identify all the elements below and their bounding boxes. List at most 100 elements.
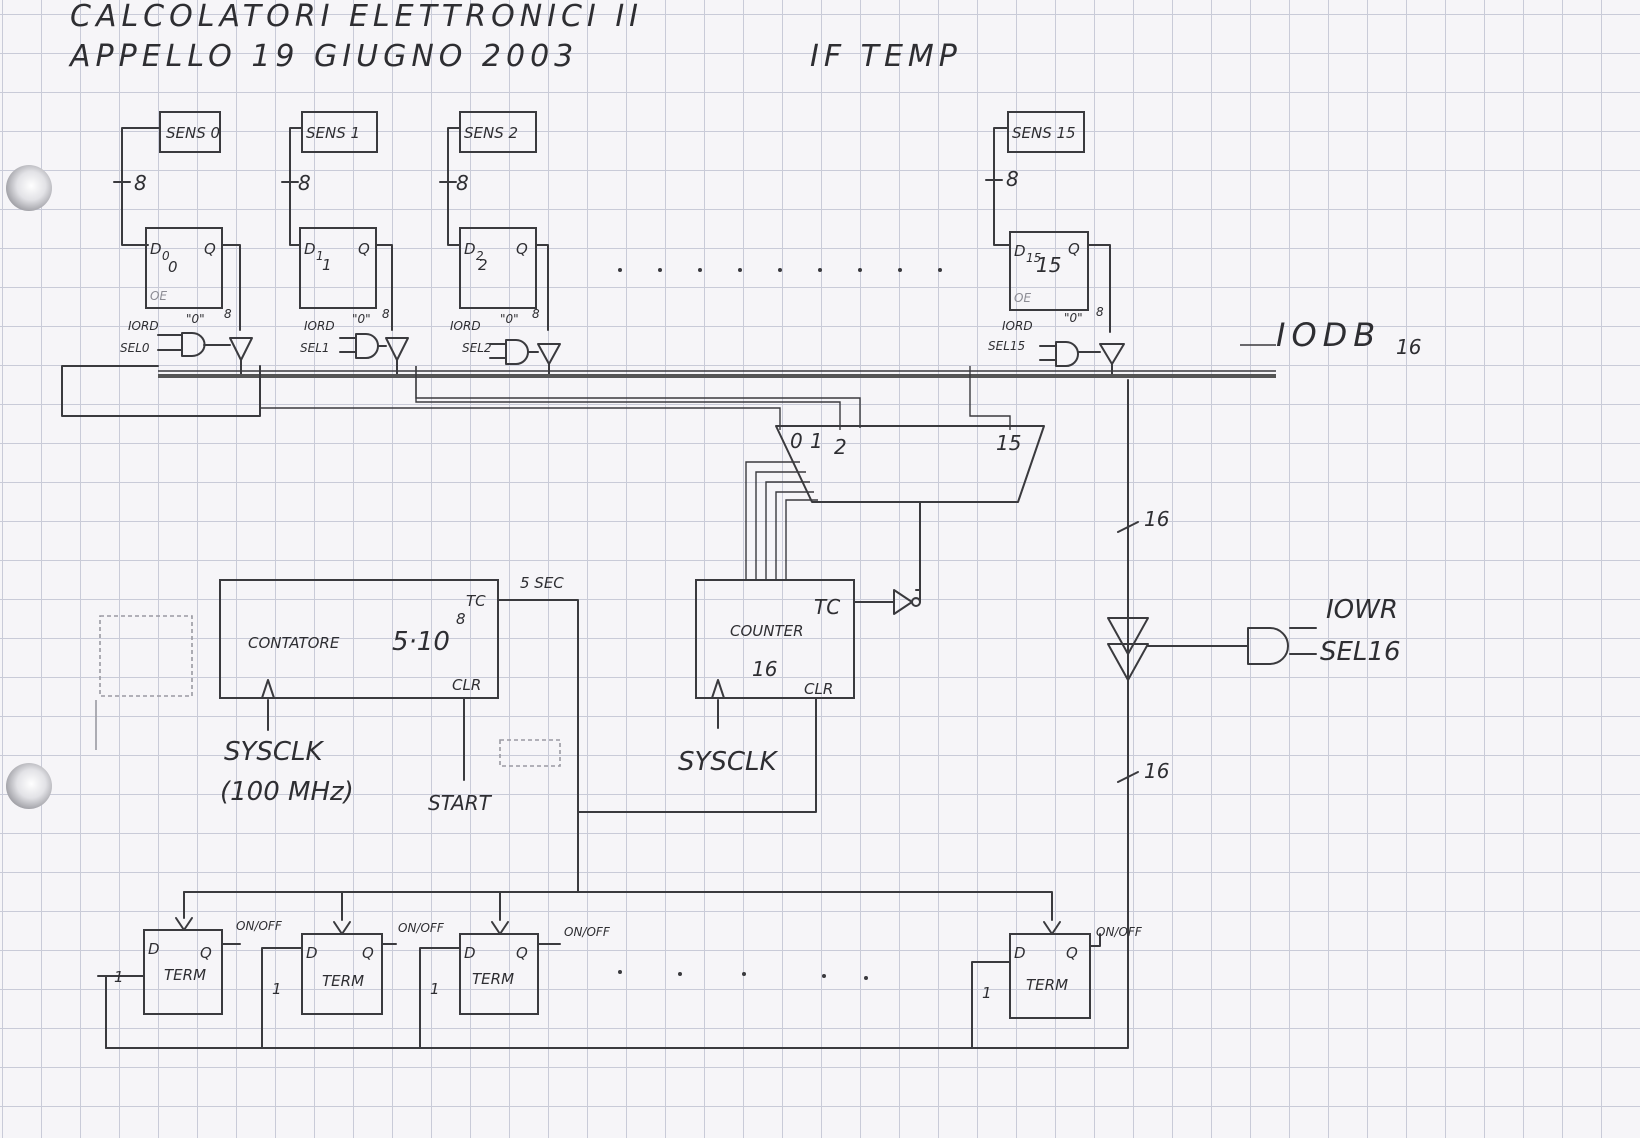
clock-edge-icon [261, 679, 275, 699]
zero-label: "0" [500, 312, 519, 326]
contatore-box [219, 579, 499, 699]
sensor-ellipsis [618, 268, 942, 272]
clock-edge-icon [1043, 921, 1061, 935]
term-q: Q [1066, 944, 1078, 962]
clock-edge-icon [711, 679, 725, 699]
register-q: Q [516, 240, 528, 258]
counter-tc: TC [814, 595, 840, 619]
register-index: 2 [478, 256, 488, 274]
term-clock-line [183, 811, 1053, 921]
register-oe: OE [1014, 291, 1031, 305]
bus-bits-upper: 16 [1144, 507, 1169, 531]
sensor-bus-width: 8 [1006, 167, 1019, 191]
binder-hole-bottom [6, 763, 52, 809]
register-d: D [304, 240, 316, 258]
zero-label: "0" [352, 312, 371, 326]
sensor-box [301, 111, 378, 153]
term-d: D [1014, 944, 1026, 962]
sensor-box [159, 111, 221, 153]
contatore-block: CONTATORE 5·10 8 TC CLR 5 SEC SYSCLK (10… [219, 574, 579, 815]
register-index: 15 [1036, 253, 1061, 277]
register-index: 1 [322, 256, 332, 274]
term-ellipsis [618, 970, 868, 980]
iodb-bus: IODB 16 [158, 316, 1421, 378]
clock-edge-icon [333, 921, 351, 935]
and-gate-icon [157, 332, 206, 357]
sensor-label: SENS 15 [1012, 124, 1076, 142]
out-width-label: 8 [532, 307, 540, 321]
sensor-bus-width: 8 [298, 171, 311, 195]
contatore-clr: CLR [452, 676, 481, 694]
contatore-value: 5·10 [392, 627, 450, 657]
term-one: 1 [114, 968, 124, 986]
register-d-sub: 2 [476, 249, 484, 263]
header-subtitle: IF TEMP [810, 39, 962, 74]
term-out: ON/OFF [564, 925, 611, 939]
mux-input-2: 2 [834, 435, 847, 459]
counter-clr: CLR [804, 680, 833, 698]
bus-subscript: 16 [1396, 335, 1421, 359]
register-q: Q [358, 240, 370, 258]
term-q: Q [362, 944, 374, 962]
term-box [1009, 933, 1091, 1019]
register-d: D [464, 240, 476, 258]
contatore-label: CONTATORE [248, 634, 340, 652]
sensor-register [145, 227, 223, 309]
sensor-register [1009, 231, 1089, 311]
clock-edge-icon [175, 917, 193, 931]
sensor-register [459, 227, 537, 309]
out-width-label: 8 [382, 307, 390, 321]
sel-label: SEL2 [462, 341, 492, 355]
binder-hole-top [6, 165, 52, 211]
term-block-2: D Q TERM ON/OFF 1 [419, 921, 611, 1049]
sensor-block-0: SENS 0 8 D 0 0 Q OE IORD SEL0 "0" 8 [113, 111, 253, 377]
term-block-1: D Q TERM ON/OFF 1 [261, 921, 445, 1049]
inverter-icon [893, 589, 913, 615]
iord-label: IORD [128, 319, 159, 333]
sensor-block-15: SENS 15 8 D 15 15 Q OE IORD SEL15 "0" 8 [985, 111, 1125, 377]
iord-label: IORD [450, 319, 481, 333]
term-out: ON/OFF [236, 919, 283, 933]
register-oe: OE [150, 289, 167, 303]
contatore-clock-freq: (100 MHz) [220, 777, 354, 807]
term-d: D [148, 940, 160, 958]
contatore-tc: TC [466, 592, 486, 610]
sel-label: SEL0 [120, 341, 150, 355]
sensor-box [1007, 111, 1085, 153]
tristate-buffer-icon [229, 337, 253, 361]
term-one: 1 [982, 984, 992, 1002]
and-gate-icon [1247, 627, 1289, 665]
register-d-sub: 0 [162, 249, 170, 263]
counter-value: 16 [752, 657, 777, 681]
mux-input-0: 0 [790, 429, 803, 453]
mux-input-1: 1 [810, 429, 823, 453]
tristate-buffer-icon [1107, 617, 1149, 655]
term-out: ON/OFF [1096, 925, 1143, 939]
register-d-sub: 1 [316, 249, 324, 263]
register-d-sub: 15 [1026, 251, 1041, 265]
header: CALCOLATORI ELETTRONICI II APPELLO 19 GI… [68, 0, 962, 74]
out-width-label: 8 [224, 307, 232, 321]
sensor-block-2: SENS 2 8 D 2 2 Q IORD SEL2 "0" 8 [439, 111, 561, 377]
mux-shape [775, 425, 1045, 503]
header-line1: CALCOLATORI ELETTRONICI II [70, 0, 643, 34]
term-label: TERM [472, 970, 514, 988]
zero-label: "0" [1064, 311, 1083, 325]
out-width-label: 8 [1096, 305, 1104, 319]
register-index: 0 [168, 258, 178, 276]
tristate-buffer-icon [1099, 343, 1125, 365]
term-label: TERM [1026, 976, 1068, 994]
mux-select-lines [61, 365, 1011, 430]
header-line2: APPELLO 19 GIUGNO 2003 [68, 39, 578, 74]
register-d: D [1014, 242, 1026, 260]
output-path: 16 16 IOWR SEL16 [105, 379, 1401, 1049]
sel-label: SEL1 [300, 341, 330, 355]
bus-name: IODB [1276, 316, 1381, 354]
contatore-exp: 8 [456, 610, 466, 628]
counter-clock: SYSCLK [678, 747, 779, 777]
sensor-label: SENS 2 [464, 124, 518, 142]
contatore-output-label: 5 SEC [520, 574, 564, 592]
write-gate-in1: IOWR [1326, 595, 1398, 625]
register-q: Q [204, 240, 216, 258]
